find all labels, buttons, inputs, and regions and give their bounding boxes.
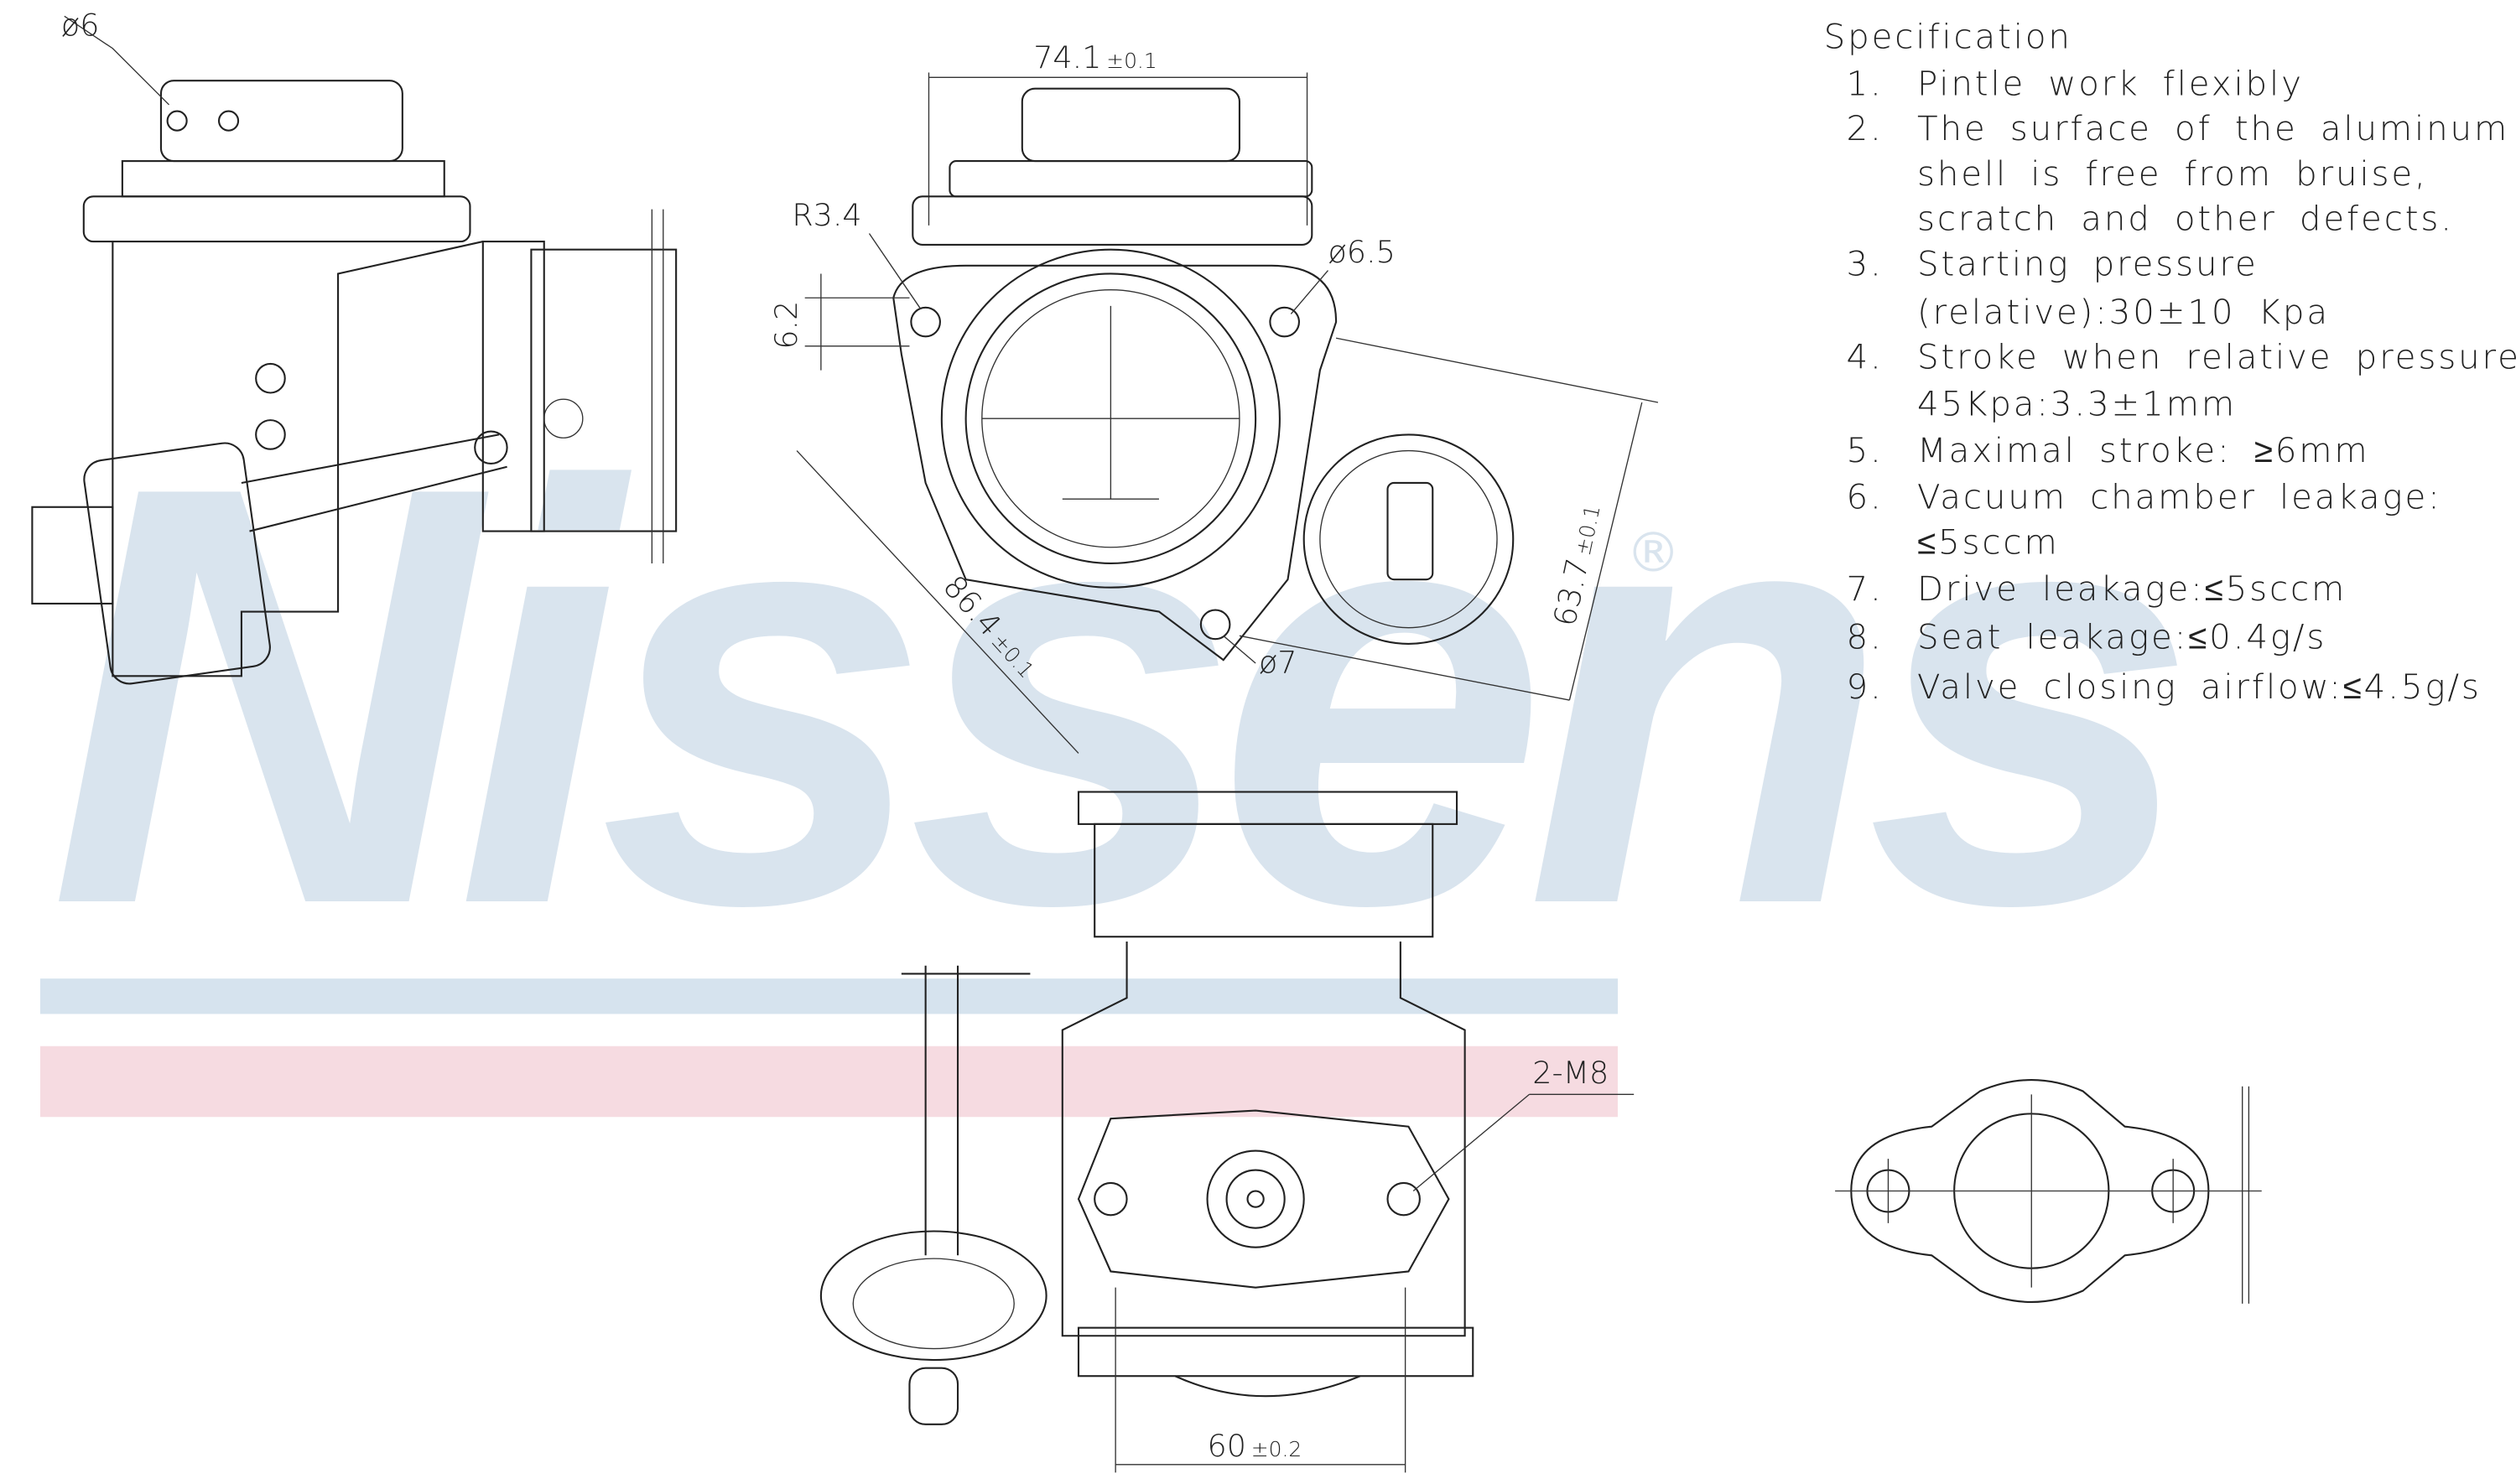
dim-width-60-label: 60±0.2 [1208, 1428, 1302, 1464]
gasket-view [1835, 1079, 2262, 1304]
dim-hole-6: ø6 [61, 7, 100, 43]
spec-item-number: 9. [1847, 667, 1884, 707]
registered-mark: ® [1626, 521, 1681, 585]
spec-item-text: Stroke when relative pressure is [1917, 338, 2516, 377]
specification-title: Specification [1824, 18, 2072, 57]
pink-stripe [39, 1046, 1618, 1118]
nissens-watermark: Nissens ® [39, 363, 2205, 1118]
spec-item-text: Starting pressure [1917, 244, 2259, 283]
dim-hole-6-5: ø6.5 [1328, 234, 1395, 270]
spec-item-number: 6. [1847, 478, 1884, 517]
dim-height-6-2: 6.2 [768, 301, 804, 350]
dim-radius-3-4: R3.4 [792, 197, 861, 233]
spec-item-text: Drive leakage:≤5sccm [1917, 569, 2347, 609]
spec-item-text: ≤5sccm [1917, 522, 2060, 562]
spec-item-number: 7. [1847, 569, 1884, 609]
spec-item-number: 8. [1847, 618, 1884, 657]
dim-width-60: 60 [1208, 1428, 1246, 1464]
spec-item-number: 5. [1847, 431, 1884, 470]
specification-block: Specification 1. Pintle work flexibly 2. Th… [1824, 18, 2516, 707]
side-view: ø6 [31, 7, 678, 685]
dim-hole-7: ø7 [1259, 644, 1297, 680]
bottom-view: 2-M8 60±0.2 [819, 791, 1635, 1473]
spec-item-text: shell is free from bruise, [1917, 154, 2428, 194]
spec-item-text: The surface of the aluminum [1917, 109, 2509, 148]
dim-thread-2-m8: 2-M8 [1532, 1055, 1609, 1091]
spec-item-text: scratch and other defects. [1917, 200, 2454, 239]
spec-item-text: 45Kpa:3.3±1mm [1917, 384, 2237, 423]
spec-item-number: 2. [1847, 109, 1884, 148]
spec-item-number: 3. [1847, 244, 1884, 283]
spec-item-text: Vacuum chamber leakage: [1917, 478, 2442, 517]
spec-item-text: Pintle work flexibly [1917, 64, 2304, 103]
spec-item-text: Seat leakage:≤0.4g/s [1917, 618, 2326, 657]
spec-item-text: Maximal stroke: ≥6mm [1917, 431, 2370, 470]
spec-item-number: 4. [1847, 338, 1884, 377]
spec-item-text: Valve closing airflow:≤4.5g/s [1917, 667, 2482, 707]
watermark-logo-text: Nissens [49, 363, 2183, 1028]
spec-item-number: 1. [1847, 64, 1884, 103]
dim-width-60-tol: ±0.2 [1251, 1437, 1302, 1461]
blue-stripe [39, 978, 1618, 1014]
dim-width-74: 74.1 [1033, 39, 1101, 75]
spec-item-text: (relative):30±10 Kpa [1917, 293, 2330, 332]
dim-width-74-label: 74.1±0.1 [1033, 39, 1157, 75]
dim-width-74-tol: ±0.1 [1106, 49, 1157, 73]
